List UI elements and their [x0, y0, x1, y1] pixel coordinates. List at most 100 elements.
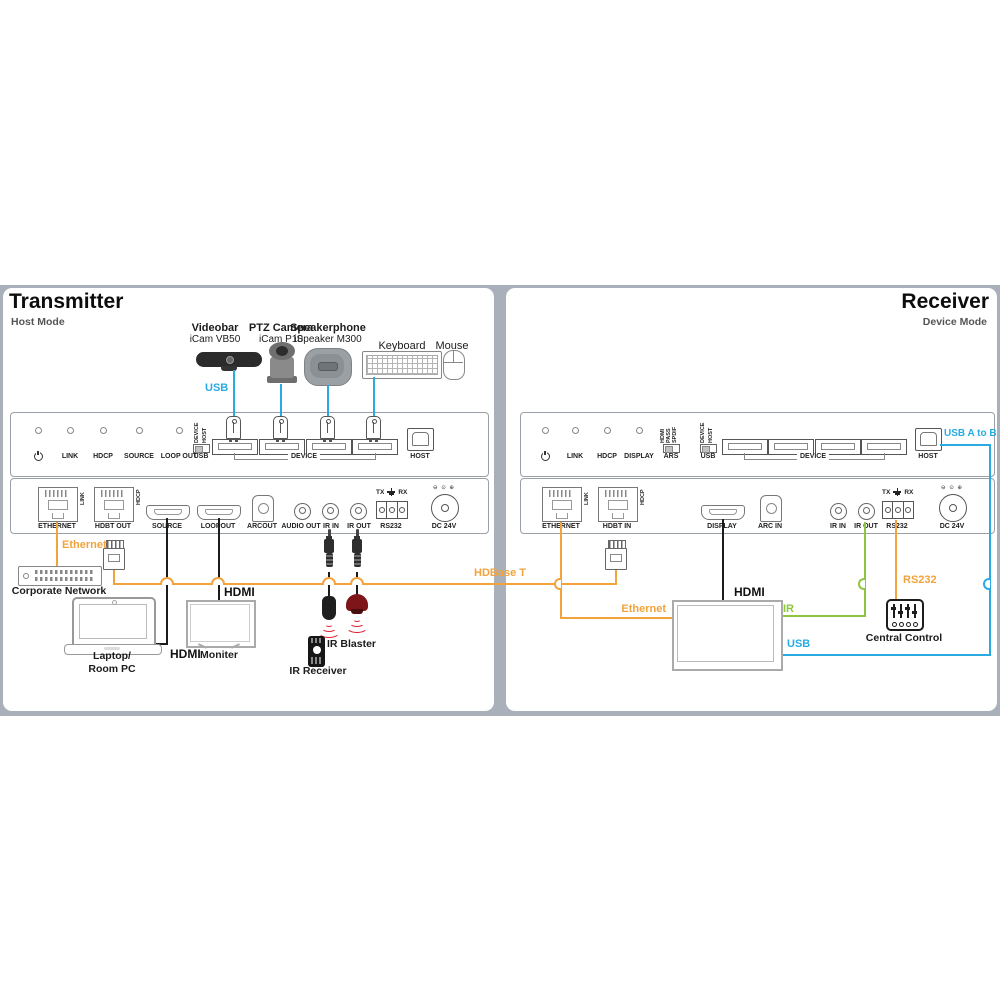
tx-audio-out-jack[interactable]: [294, 503, 311, 520]
wire-hop-2: [211, 577, 225, 585]
rx-hdbt-in-port-label: HDBT IN: [602, 523, 632, 530]
usb-cable-videobar: [233, 370, 235, 416]
ptz-model: iCam P10: [259, 334, 303, 345]
rx-ethernet-port[interactable]: [542, 487, 582, 522]
ir-blaster-plug-icon: [350, 529, 364, 573]
rx-usb-hop: [983, 578, 990, 590]
ir-receiver-plug-icon: [322, 529, 336, 573]
ir-receiver-cable: [328, 572, 330, 598]
tx-hdbt-out-port[interactable]: [94, 487, 134, 522]
usb-plug-icon-1: [226, 416, 241, 442]
wire-hop-1: [160, 577, 174, 585]
ptz-base: [267, 376, 297, 383]
rx-ars-switch[interactable]: [663, 444, 680, 453]
videobar-stand: [221, 366, 237, 371]
usb-plug-icon-4: [366, 416, 381, 442]
laptop-screen: [79, 604, 147, 639]
tx-dc-jack[interactable]: [431, 494, 459, 522]
rx-rs232-wire: [895, 520, 897, 600]
tx-rs232-rx-label: RX: [398, 488, 408, 496]
rx-hdbt-in-port[interactable]: [598, 487, 638, 522]
tx-dc-polarity-icon: ⊖ ⊙ ⊕: [433, 485, 455, 491]
tx-ir-in-label: IR IN: [323, 523, 339, 530]
rx-hdcp-led: [604, 427, 611, 434]
tx-hdmi-laptop-label: HDMI: [170, 647, 201, 661]
rx-ethernet-wire-v: [560, 522, 562, 619]
tx-rs232-terminal[interactable]: [376, 501, 408, 519]
rx-ethernet-label: Ethernet: [621, 603, 666, 615]
tx-usb-switch-device-label: DEVICE: [194, 422, 200, 443]
tx-ir-out-jack[interactable]: [350, 503, 367, 520]
rx-ars-switch-label: ARS: [663, 453, 679, 460]
ptz-name: PTZ Camera: [248, 322, 314, 334]
rx-rs232-pinout: TX RX: [882, 488, 914, 497]
videobar-model: iCam VB50: [189, 334, 241, 345]
rx-ir-wire-h: [779, 615, 866, 617]
tx-hdmi-monitor-label: HDMI: [224, 585, 255, 599]
rx-usb-device-port-3[interactable]: [815, 439, 861, 455]
keyboard-device: [362, 351, 442, 379]
rx-usb-wire-h: [779, 654, 991, 656]
rx-dc-jack[interactable]: [939, 494, 967, 522]
tx-ethernet-wire: [56, 522, 58, 567]
tx-host-port-label: HOST: [410, 453, 430, 460]
usb-cable-keyboard: [373, 377, 375, 416]
tx-ethernet-port[interactable]: [38, 487, 78, 522]
keyboard-keys: [366, 355, 438, 375]
ir-blaster-waves-icon: [345, 617, 369, 633]
tx-ir-out-label: IR OUT: [347, 523, 371, 530]
tx-source-port[interactable]: [146, 505, 190, 520]
network-led-icon: [23, 573, 29, 579]
transmitter-mode: Host Mode: [11, 316, 65, 328]
tx-ir-in-jack[interactable]: [322, 503, 339, 520]
rx-link-led: [572, 427, 579, 434]
tx-audio-out-label: AUDIO OUT: [281, 523, 321, 530]
speakerphone-name: Speakerphone: [290, 322, 366, 334]
mouse-device: [443, 350, 465, 380]
rx-usb-host-port[interactable]: [915, 428, 942, 451]
rx-display-device: [672, 600, 783, 671]
rx-usb-switch-device-label: DEVICE: [700, 422, 706, 443]
tx-rs232-label: RS232: [380, 523, 402, 530]
rx-usb-switch-label: USB: [700, 453, 716, 460]
rx-ir-in-jack[interactable]: [830, 503, 847, 520]
tx-hdmi-loopout-wire: [218, 518, 220, 602]
tx-monitor-screen: [190, 604, 250, 642]
rx-display-port[interactable]: [701, 505, 745, 520]
tx-hdbt-out-port-label: HDBT OUT: [94, 523, 132, 530]
rx-usb-device-port-2[interactable]: [768, 439, 814, 455]
central-control-device: [886, 599, 924, 631]
rx-usb-device-port-1[interactable]: [722, 439, 768, 455]
tx-link-led-label: LINK: [61, 453, 79, 460]
network-vents-2: [35, 577, 95, 581]
corporate-network-label: Corporate Network: [11, 585, 107, 597]
tx-arcout-port-label: ARCOUT: [247, 523, 277, 530]
tx-hdcp-led: [100, 427, 107, 434]
tx-usb-host-port[interactable]: [407, 428, 434, 451]
rx-usb-mode-switch[interactable]: [700, 444, 717, 453]
usb-a-to-b-label: USB A to B: [944, 428, 997, 439]
rx-ars-spdif-label: SPDIF: [672, 426, 678, 443]
laptop-camera-icon: [112, 600, 117, 605]
tx-source-led: [136, 427, 143, 434]
videobar-name: Videobar: [191, 322, 239, 334]
ir-receiver-waves-icon: [317, 622, 341, 638]
rx-ir-in-label: IR IN: [830, 523, 846, 530]
rx-dc-label: DC 24V: [939, 523, 965, 530]
rx-rs232-rx-label: RX: [904, 488, 914, 496]
hdbaset-link-label: HDBase T: [474, 567, 526, 579]
ground-icon: [387, 488, 396, 497]
ir-blaster-label: IR Blaster: [327, 638, 377, 650]
rx-rs232-terminal[interactable]: [882, 501, 914, 519]
wire-hop-3: [322, 577, 336, 585]
tx-usb-mode-switch[interactable]: [193, 444, 210, 453]
rx-rj45-plug-icon: [605, 540, 627, 570]
rx-arc-in-port[interactable]: [760, 495, 782, 522]
hdbaset-wire: [113, 583, 617, 585]
receiver-mode: Device Mode: [922, 316, 987, 328]
rx-ir-out-jack[interactable]: [858, 503, 875, 520]
tx-arcout-port[interactable]: [252, 495, 274, 522]
transmitter-title: Transmitter: [9, 290, 124, 313]
tx-source-led-label: SOURCE: [124, 453, 154, 460]
usb-cable-ptz: [280, 384, 282, 416]
